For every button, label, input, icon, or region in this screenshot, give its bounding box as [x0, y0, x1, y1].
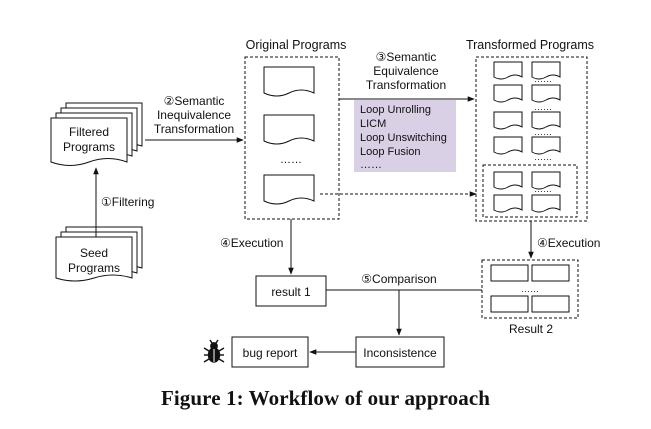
inconsistence-label: Inconsistence	[363, 346, 437, 360]
original-program-doc-last	[263, 174, 315, 205]
result-2-items	[490, 264, 570, 313]
inconsistence-box	[355, 336, 445, 368]
transformed-ellipsis: ……	[534, 152, 552, 162]
inequivalence-label-3: Transformation	[154, 122, 234, 136]
original-programs-box	[244, 56, 340, 220]
filtered-programs-label-2: Programs	[63, 140, 115, 154]
equivalence-label-3: Transformation	[366, 78, 446, 92]
result-2-label: Result 2	[509, 322, 553, 336]
result-1-label: result 1	[271, 285, 311, 299]
bug-icon	[203, 339, 225, 363]
transformation-item: Loop Fusion	[360, 146, 421, 158]
equivalence-label-1: ③Semantic	[376, 50, 437, 64]
original-program-doc	[263, 114, 315, 145]
result-2-ellipsis: ……	[521, 284, 539, 294]
original-program-doc	[263, 66, 315, 97]
inequivalence-label-2: Inequivalence	[157, 108, 231, 122]
seed-programs-label-2: Programs	[68, 261, 120, 275]
transformation-item: LICM	[360, 118, 386, 130]
filtered-programs-label-1: Filtered	[69, 125, 109, 139]
filtered-programs-stack	[50, 102, 143, 166]
figure-caption: Figure 1: Workflow of our approach	[160, 386, 491, 410]
bug-report-box	[231, 336, 309, 368]
transformation-item: Loop Unswitching	[360, 132, 447, 144]
execution-right-label: ④Execution	[537, 236, 600, 250]
transformed-ellipsis: ……	[534, 127, 552, 137]
execution-left-label: ④Execution	[220, 236, 283, 250]
result-2-box	[481, 259, 579, 319]
original-programs-ellipsis: ……	[280, 154, 302, 166]
original-programs-title: Original Programs	[246, 38, 347, 52]
inequivalence-label-1: ②Semantic	[164, 94, 225, 108]
transformation-item: Loop Unrolling	[360, 104, 431, 116]
comparison-label: ⑤Comparison	[361, 272, 436, 286]
transformed-programs-title: Transformed Programs	[466, 38, 594, 52]
transformed-subgroup-box	[482, 164, 578, 218]
transformed-ellipsis: ……	[534, 74, 552, 84]
equivalence-label-2: Equivalence	[373, 64, 439, 78]
bug-report-label: bug report	[243, 346, 298, 360]
filtering-label: ①Filtering	[101, 195, 154, 209]
transformed-ellipsis: ……	[534, 184, 552, 194]
seed-programs-label-1: Seed	[80, 246, 108, 260]
transformations-box	[354, 100, 456, 172]
transformed-ellipsis: ……	[534, 102, 552, 112]
result-1-box	[255, 275, 327, 307]
transformation-item: ……	[360, 159, 382, 171]
seed-programs-stack	[55, 226, 143, 282]
